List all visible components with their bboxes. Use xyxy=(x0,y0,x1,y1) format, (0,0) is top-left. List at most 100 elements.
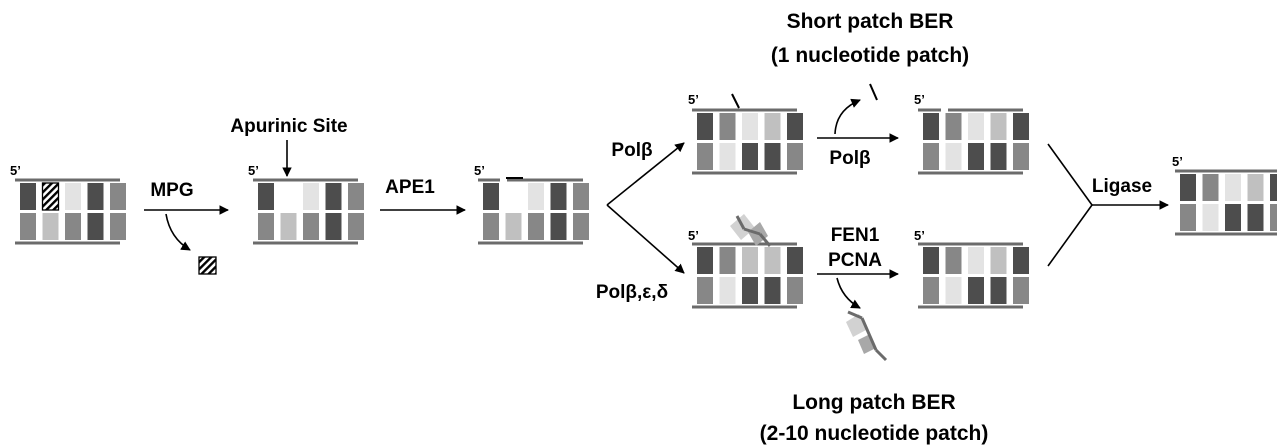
base-top xyxy=(20,183,36,210)
base-bottom xyxy=(1180,204,1196,231)
base-bottom xyxy=(1270,204,1277,231)
released-flap xyxy=(846,310,888,362)
base-top xyxy=(764,113,781,140)
inserted-nucleotide-tick xyxy=(869,83,878,101)
base-top xyxy=(550,183,567,210)
base-top xyxy=(1225,174,1241,201)
base-bottom xyxy=(348,213,364,240)
flap-strand xyxy=(735,215,746,230)
base-bottom xyxy=(968,143,984,170)
dna-nicked xyxy=(478,177,589,245)
base-top xyxy=(968,113,984,140)
base-bottom xyxy=(697,277,713,304)
base-bottom xyxy=(1225,204,1241,231)
base-bottom xyxy=(923,143,939,170)
flap-strand xyxy=(758,233,772,247)
branch-up-arrow xyxy=(606,142,685,206)
flap-release-curved-arrow xyxy=(836,277,861,309)
nucleotide-insert-curved-arrow xyxy=(834,98,861,135)
pcna-label: PCNA xyxy=(828,250,882,271)
base-bottom xyxy=(787,143,803,170)
five-prime-marker-2: 5’ xyxy=(248,163,259,178)
base-bottom xyxy=(110,213,126,240)
dna-long-flap xyxy=(692,214,803,309)
base-bottom xyxy=(719,143,736,170)
long-patch-title: Long patch BER xyxy=(792,391,955,414)
base-bottom xyxy=(923,277,939,304)
base-bottom xyxy=(1202,204,1219,231)
base-bottom xyxy=(742,277,758,304)
five-prime-marker-4: 5’ xyxy=(688,92,699,107)
base-bottom xyxy=(968,277,984,304)
base-top xyxy=(110,183,126,210)
base-bottom xyxy=(719,277,736,304)
branch-down-arrow xyxy=(606,204,685,274)
base-bottom xyxy=(990,277,1007,304)
excision-curved-arrow xyxy=(165,213,191,251)
short-patch-subtitle: (1 nucleotide patch) xyxy=(771,44,969,67)
base-top xyxy=(697,247,713,274)
base-bottom xyxy=(1013,277,1029,304)
base-top xyxy=(990,247,1007,274)
nick-mark xyxy=(731,93,740,109)
base-top xyxy=(87,183,104,210)
base-top xyxy=(719,113,736,140)
base-bottom xyxy=(280,213,297,240)
base-bottom xyxy=(1013,143,1029,170)
base-top xyxy=(742,247,758,274)
base-top xyxy=(742,113,758,140)
base-top xyxy=(573,183,589,210)
base-bottom xyxy=(258,213,274,240)
dna-short-gap xyxy=(692,93,803,175)
base-bottom xyxy=(697,143,713,170)
dna-ligated xyxy=(1175,169,1277,236)
ligase-label: Ligase xyxy=(1092,176,1152,197)
dna-damaged xyxy=(15,178,126,245)
merge-line-upper xyxy=(1047,143,1093,206)
base-top xyxy=(1202,174,1219,201)
base-top xyxy=(303,183,319,210)
base-top xyxy=(65,183,81,210)
base-top xyxy=(990,113,1007,140)
dna-long-repaired xyxy=(918,242,1029,309)
base-top xyxy=(483,183,499,210)
base-bottom xyxy=(528,213,544,240)
dna-apurinic xyxy=(253,178,364,245)
base-top xyxy=(1013,113,1029,140)
long-patch-subtitle: (2-10 nucleotide patch) xyxy=(760,422,989,445)
base-bottom xyxy=(990,143,1007,170)
flap-strand xyxy=(847,310,863,320)
mpg-label: MPG xyxy=(150,180,193,201)
base-top xyxy=(923,247,939,274)
base-top xyxy=(348,183,364,210)
ape1-label: APE1 xyxy=(385,177,435,198)
base-top xyxy=(968,247,984,274)
base-bottom xyxy=(20,213,36,240)
flap-base xyxy=(846,314,866,337)
five-prime-marker-3: 5’ xyxy=(474,163,485,178)
polb-lower-label: Polβ,ε,δ xyxy=(596,282,668,303)
polb-short-label: Polβ xyxy=(829,148,870,169)
base-top xyxy=(697,113,713,140)
base-bottom xyxy=(483,213,499,240)
base-top xyxy=(787,247,803,274)
base-bottom xyxy=(42,213,59,240)
base-bottom xyxy=(325,213,342,240)
damaged-base xyxy=(41,182,60,211)
excised-damaged-base xyxy=(198,256,217,275)
base-bottom xyxy=(945,143,962,170)
base-top xyxy=(528,183,544,210)
flap-strand xyxy=(874,348,888,362)
base-bottom xyxy=(87,213,104,240)
base-top xyxy=(1247,174,1264,201)
base-top xyxy=(764,247,781,274)
five-prime-marker-5: 5’ xyxy=(914,92,925,107)
base-bottom xyxy=(764,277,781,304)
base-bottom xyxy=(65,213,81,240)
base-top xyxy=(1180,174,1196,201)
flap-strand xyxy=(860,317,878,351)
base-bottom xyxy=(1247,204,1264,231)
base-top xyxy=(258,183,274,210)
base-top xyxy=(923,113,939,140)
dna-short-repaired xyxy=(918,108,1029,175)
